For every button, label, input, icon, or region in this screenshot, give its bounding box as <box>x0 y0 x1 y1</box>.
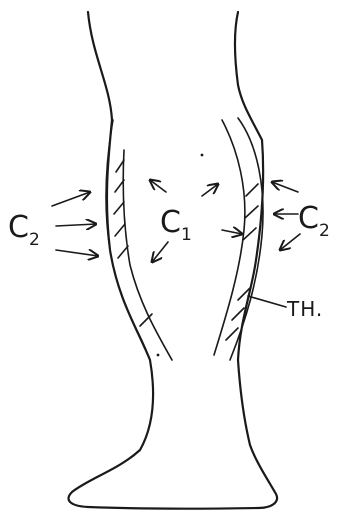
arrow-center-downleft <box>152 242 168 262</box>
label-c2-left: C2 <box>8 210 40 250</box>
label-c1-center: C1 <box>160 205 192 245</box>
right-compression-arrows <box>272 182 300 250</box>
arrow-center-right <box>222 230 242 234</box>
left-wall-hatching <box>114 160 152 326</box>
leg-outline <box>69 12 278 509</box>
arrow-center-upright <box>202 184 218 196</box>
right-wall-band <box>214 118 263 360</box>
arrow-center-upleft <box>150 180 166 192</box>
arrow-right-1 <box>272 182 298 192</box>
leg-left-outline <box>69 12 278 509</box>
label-c2-right: C2 <box>298 201 330 241</box>
th-leader-line <box>248 296 286 307</box>
arrow-right-3 <box>280 234 300 250</box>
right-wall-hatching <box>226 184 258 340</box>
arrow-left-1 <box>52 192 90 206</box>
stray-dots <box>157 154 204 357</box>
left-compression-arrows <box>52 192 98 256</box>
label-th: TH. <box>286 297 323 321</box>
left-wall-band <box>106 120 172 360</box>
arrow-left-3 <box>56 250 98 256</box>
arrow-left-2 <box>56 224 96 226</box>
left-wall-inner <box>123 150 172 360</box>
right-wall-inner <box>214 120 245 355</box>
